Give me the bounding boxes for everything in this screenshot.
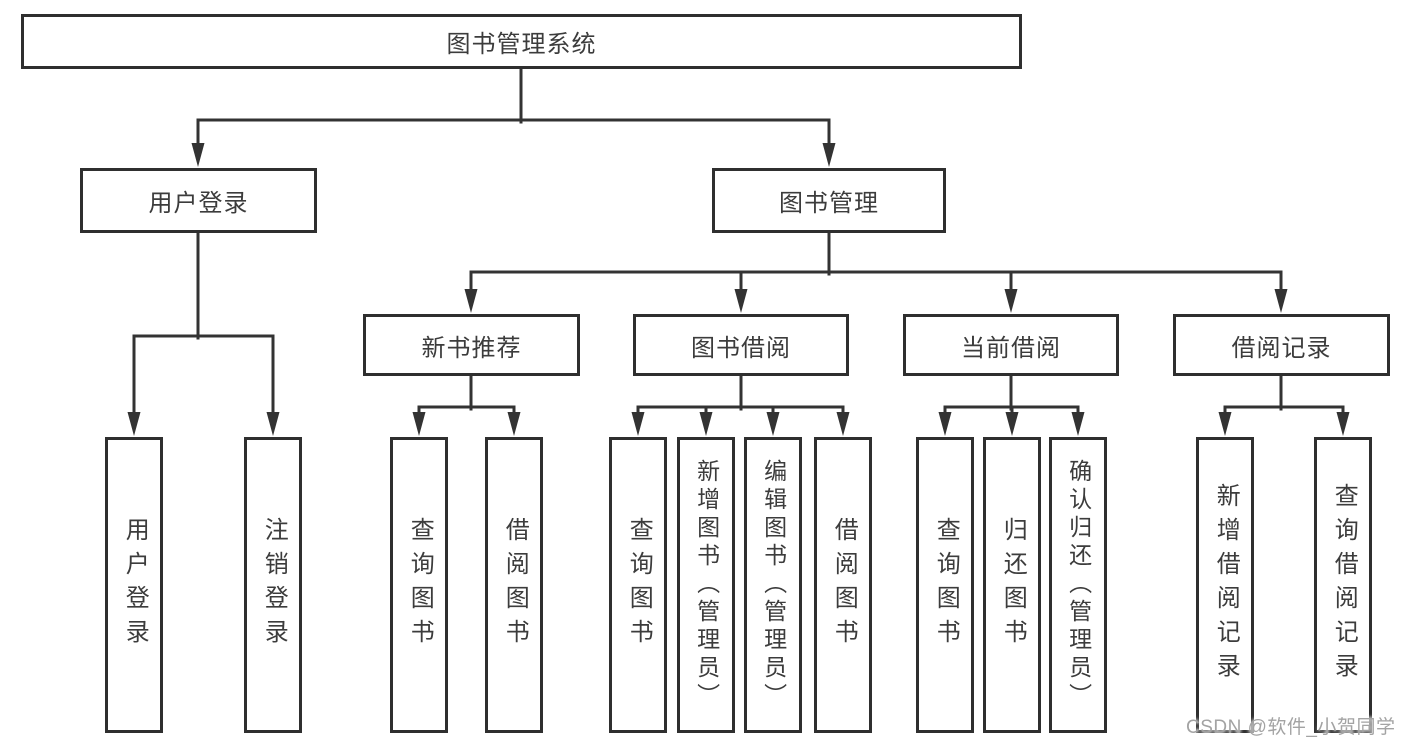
node-new-book-recommendation: 新书推荐 <box>363 314 580 376</box>
arrowhead <box>836 412 850 436</box>
leaf-return-books-label: 归还图书 <box>999 517 1027 653</box>
arrowhead <box>266 412 280 436</box>
leaf-add-borrow-record: 新增借阅记录 <box>1196 437 1254 733</box>
leaf-query-borrow-record: 查询借阅记录 <box>1314 437 1372 733</box>
arrowhead <box>191 143 205 167</box>
node-current-borrowing: 当前借阅 <box>903 314 1119 376</box>
arrowhead <box>507 412 521 436</box>
arrowhead <box>699 412 713 436</box>
node-borrowing-records: 借阅记录 <box>1173 314 1390 376</box>
csdn-watermark: CSDN @软件_小贺同学 <box>1186 717 1396 738</box>
arrowhead <box>464 289 478 313</box>
arrowhead <box>1071 412 1085 436</box>
arrowhead <box>766 412 780 436</box>
leaf-user-login-label: 用户登录 <box>121 517 149 653</box>
leaf-query-books-recommend-label: 查询图书 <box>406 517 434 653</box>
leaf-query-books-borrow-label: 查询图书 <box>625 517 653 653</box>
node-book-management-system: 图书管理系统 <box>21 14 1022 69</box>
leaf-add-borrow-record-label: 新增借阅记录 <box>1212 483 1240 687</box>
leaf-logout-login: 注销登录 <box>244 437 302 733</box>
node-book-management: 图书管理 <box>712 168 946 233</box>
arrowhead <box>1005 412 1019 436</box>
leaf-query-books-borrow: 查询图书 <box>609 437 667 733</box>
leaf-return-books: 归还图书 <box>983 437 1041 733</box>
leaf-borrow-books-recommend: 借阅图书 <box>485 437 543 733</box>
arrowhead <box>1336 412 1350 436</box>
leaf-edit-books-admin: 编辑图书（管理员） <box>744 437 802 733</box>
arrowhead <box>1004 289 1018 313</box>
leaf-query-books-current: 查询图书 <box>916 437 974 733</box>
leaf-query-borrow-record-label: 查询借阅记录 <box>1330 483 1358 687</box>
arrowhead <box>822 143 836 167</box>
leaf-borrow-books: 借阅图书 <box>814 437 872 733</box>
arrowhead <box>412 412 426 436</box>
arrowhead <box>1274 289 1288 313</box>
node-book-borrowing: 图书借阅 <box>633 314 849 376</box>
leaf-confirm-return-admin-label: 确认归还（管理员） <box>1065 459 1092 711</box>
leaf-logout-login-label: 注销登录 <box>260 517 288 653</box>
arrowhead <box>734 289 748 313</box>
leaf-confirm-return-admin: 确认归还（管理员） <box>1049 437 1107 733</box>
leaf-query-books-current-label: 查询图书 <box>932 517 960 653</box>
leaf-add-books-admin-label: 新增图书（管理员） <box>693 459 720 711</box>
arrowhead <box>1218 412 1232 436</box>
node-user-login: 用户登录 <box>80 168 317 233</box>
leaf-borrow-books-recommend-label: 借阅图书 <box>501 517 529 653</box>
arrowhead <box>938 412 952 436</box>
leaf-query-books-recommend: 查询图书 <box>390 437 448 733</box>
leaf-borrow-books-label: 借阅图书 <box>830 517 858 653</box>
arrowhead <box>631 412 645 436</box>
leaf-edit-books-admin-label: 编辑图书（管理员） <box>760 459 787 711</box>
leaf-user-login: 用户登录 <box>105 437 163 733</box>
arrowhead <box>127 412 141 436</box>
leaf-add-books-admin: 新增图书（管理员） <box>677 437 735 733</box>
